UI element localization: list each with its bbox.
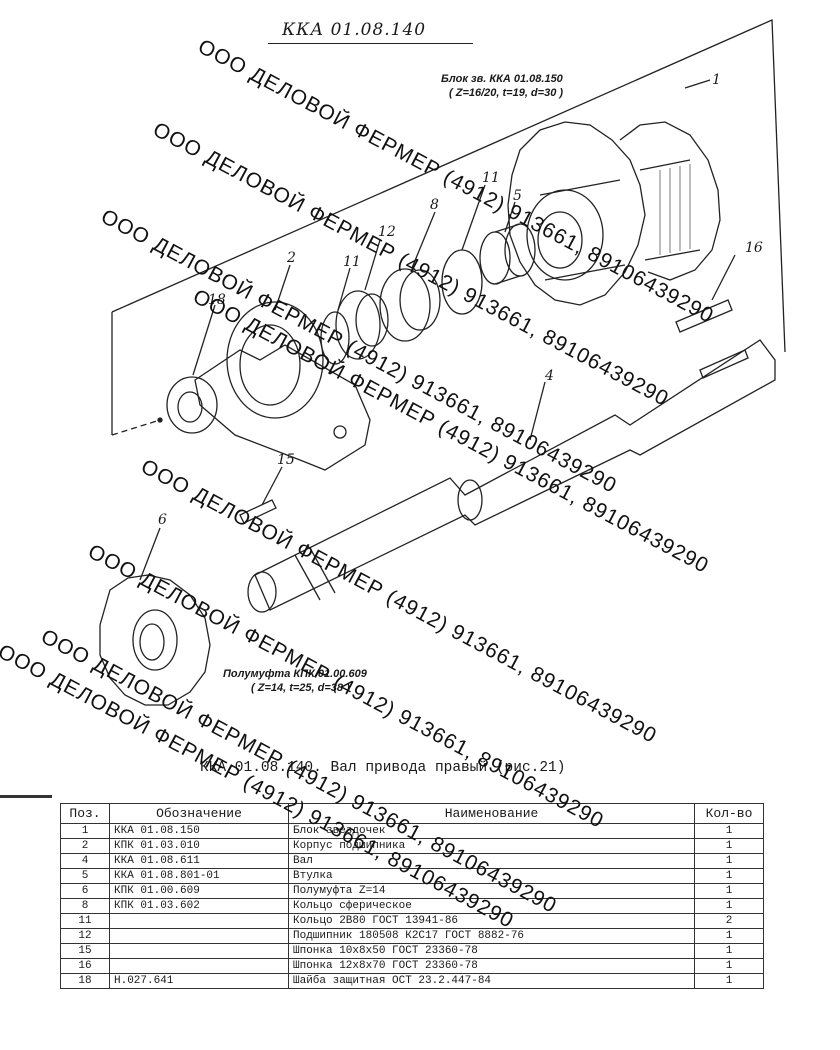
cell-code bbox=[109, 943, 289, 959]
key-15-icon bbox=[239, 499, 277, 524]
cell-qty: 2 bbox=[694, 913, 764, 929]
cell-code bbox=[109, 913, 289, 929]
exploded-view-drawing bbox=[99, 19, 786, 706]
callout-sprocket-block: Блок зв. ККА 01.08.150 ( Z=16/20, t=19, … bbox=[441, 72, 563, 100]
cell-pos: 6 bbox=[60, 883, 110, 899]
cell-name: Шпонка 12х8х70 ГОСТ 23360-78 bbox=[288, 958, 695, 974]
cell-pos: 16 bbox=[60, 958, 110, 974]
cell-qty: 1 bbox=[694, 853, 764, 869]
cell-code: ККА 01.08.150 bbox=[109, 823, 289, 839]
cell-code: Н.027.641 bbox=[109, 973, 289, 989]
col-header-code: Обозначение bbox=[109, 803, 289, 824]
pos-label: 1 bbox=[712, 72, 721, 88]
cell-pos: 15 bbox=[60, 943, 110, 959]
cell-qty: 1 bbox=[694, 958, 764, 974]
margin-mark bbox=[0, 795, 52, 798]
callout-sprocket-block-line2: ( Z=16/20, t=19, d=30 ) bbox=[449, 87, 564, 99]
drawing-code-underline bbox=[268, 43, 473, 44]
cell-code: КПК 01.03.010 bbox=[109, 838, 289, 854]
cell-code: КПК 01.00.609 bbox=[109, 883, 289, 899]
cell-pos: 1 bbox=[60, 823, 110, 839]
spherical-ring-icon bbox=[379, 268, 441, 342]
cell-qty: 1 bbox=[694, 823, 764, 839]
pos-label: 15 bbox=[277, 452, 295, 468]
col-header-qty: Кол-во bbox=[694, 803, 764, 824]
cell-qty: 1 bbox=[694, 883, 764, 899]
assembly-frame bbox=[111, 19, 786, 353]
shaft-icon bbox=[247, 339, 776, 613]
cell-code bbox=[109, 958, 289, 974]
key-16-icon bbox=[675, 299, 733, 333]
callout-coupling-line1: Полумуфта КПК 01.00.609 bbox=[223, 668, 367, 680]
pos-label: 11 bbox=[343, 254, 361, 270]
cell-code: ККА 01.08.611 bbox=[109, 853, 289, 869]
cell-code bbox=[109, 928, 289, 944]
bearing-icon bbox=[335, 290, 389, 360]
cell-qty: 1 bbox=[694, 898, 764, 914]
cell-name: Шпонка 10х8х50 ГОСТ 23360-78 bbox=[288, 943, 695, 959]
pos-label: 6 bbox=[158, 512, 167, 528]
cell-qty: 1 bbox=[694, 973, 764, 989]
cell-pos: 11 bbox=[60, 913, 110, 929]
cell-pos: 5 bbox=[60, 868, 110, 884]
bushing-icon bbox=[479, 223, 536, 285]
cell-qty: 1 bbox=[694, 928, 764, 944]
cell-name: Шайба защитная ОСТ 23.2.447-84 bbox=[288, 973, 695, 989]
pos-label: 16 bbox=[745, 240, 763, 256]
cell-pos: 2 bbox=[60, 838, 110, 854]
cell-name: Кольцо сферическое bbox=[288, 898, 695, 914]
cell-name: Блок звездочек bbox=[288, 823, 695, 839]
pos-label: 4 bbox=[545, 368, 554, 384]
drawing-code: ККА 01.08.140 bbox=[282, 20, 427, 40]
cell-qty: 1 bbox=[694, 868, 764, 884]
pos-label: 2 bbox=[287, 250, 296, 266]
bearing-housing-icon bbox=[194, 301, 371, 471]
cell-pos: 4 bbox=[60, 853, 110, 869]
cell-qty: 1 bbox=[694, 943, 764, 959]
pos-label: 18 bbox=[208, 292, 226, 308]
cell-pos: 18 bbox=[60, 973, 110, 989]
callout-coupling: Полумуфта КПК 01.00.609 ( Z=14, t=25, d=… bbox=[223, 667, 367, 695]
cell-pos: 8 bbox=[60, 898, 110, 914]
col-header-pos: Поз. bbox=[60, 803, 110, 824]
sprocket-block-icon bbox=[507, 121, 721, 306]
pos-label: 8 bbox=[430, 197, 439, 213]
cell-name: Корпус подшипника bbox=[288, 838, 695, 854]
washer-icon bbox=[166, 376, 218, 434]
callout-sprocket-block-line1: Блок зв. ККА 01.08.150 bbox=[441, 73, 563, 85]
cell-name: Подшипник 180508 К2С17 ГОСТ 8882-76 bbox=[288, 928, 695, 944]
cell-code: КПК 01.03.602 bbox=[109, 898, 289, 914]
cell-code: ККА 01.08.801-01 bbox=[109, 868, 289, 884]
cell-pos: 12 bbox=[60, 928, 110, 944]
pos-label: 11 bbox=[482, 170, 500, 186]
callout-coupling-line2: ( Z=14, t=25, d=38 ) bbox=[251, 682, 350, 694]
pos-label: 5 bbox=[513, 188, 522, 204]
figure-caption: ККА 01.08.140. Вал привода правый (рис.2… bbox=[200, 760, 566, 776]
cell-qty: 1 bbox=[694, 838, 764, 854]
pos-label: 12 bbox=[378, 224, 396, 240]
coupling-sprocket-icon bbox=[99, 574, 211, 706]
